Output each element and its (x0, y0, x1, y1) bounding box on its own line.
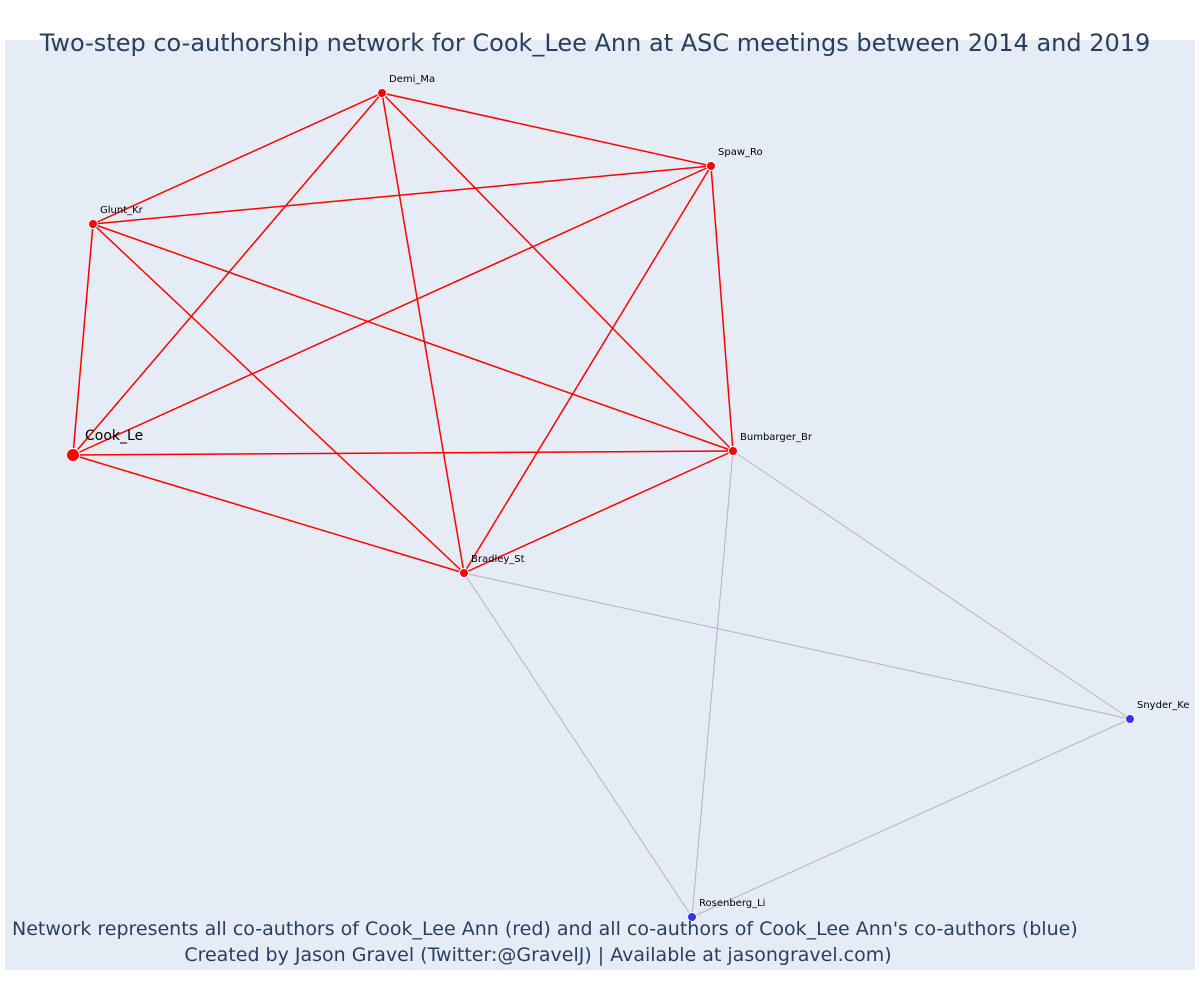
footer-description: Network represents all co-authors of Coo… (12, 918, 1078, 940)
node-label-Snyder_Ke: Snyder_Ke (1137, 700, 1189, 711)
edge-Cook_Le-Bumbarger_Br (72, 450, 734, 456)
node-Demi_Ma[interactable] (377, 88, 387, 98)
edge-Spaw_Ro-Bumbarger_Br (710, 165, 734, 452)
edge-Cook_Le-Bradley_St (72, 454, 465, 574)
nodes-layer (66, 88, 1135, 922)
edge-Snyder_Ke-Rosenberg_Li (691, 718, 1131, 918)
edge-Glunt_Kr-Bradley_St (92, 223, 465, 574)
edge-Bumbarger_Br-Rosenberg_Li (691, 450, 734, 918)
footer-credit: Created by Jason Gravel (Twitter:@Gravel… (184, 944, 892, 966)
node-label-Cook_Le: Cook_Le (85, 428, 143, 444)
node-label-Bradley_St: Bradley_St (471, 554, 525, 565)
edge-Cook_Le-Spaw_Ro (72, 165, 712, 456)
edge-Demi_Ma-Spaw_Ro (381, 92, 712, 167)
edge-Bradley_St-Snyder_Ke (463, 572, 1131, 720)
edge-Glunt_Kr-Bumbarger_Br (92, 223, 734, 452)
node-label-Spaw_Ro: Spaw_Ro (718, 147, 763, 158)
edge-Bumbarger_Br-Snyder_Ke (732, 450, 1131, 720)
node-label-Rosenberg_Li: Rosenberg_Li (699, 898, 765, 909)
edge-Spaw_Ro-Glunt_Kr (92, 165, 712, 225)
edge-Cook_Le-Demi_Ma (72, 92, 383, 456)
edge-Demi_Ma-Bumbarger_Br (381, 92, 734, 452)
node-Spaw_Ro[interactable] (706, 161, 716, 171)
node-Rosenberg_Li[interactable] (687, 912, 697, 922)
edge-Spaw_Ro-Bradley_St (463, 165, 712, 574)
node-Snyder_Ke[interactable] (1125, 714, 1135, 724)
edge-Demi_Ma-Bradley_St (381, 92, 465, 574)
node-label-Bumbarger_Br: Bumbarger_Br (740, 432, 813, 443)
edge-Demi_Ma-Glunt_Kr (92, 92, 383, 225)
node-Bumbarger_Br[interactable] (728, 446, 738, 456)
node-Glunt_Kr[interactable] (88, 219, 98, 229)
plot-background (5, 40, 1195, 970)
node-Bradley_St[interactable] (459, 568, 469, 578)
node-Cook_Le[interactable] (66, 448, 80, 462)
edges-layer (72, 92, 1131, 918)
edge-Cook_Le-Glunt_Kr (72, 223, 94, 456)
chart-title: Two-step co-authorship network for Cook_… (39, 29, 1151, 57)
labels-layer: Cook_Le Demi_MaSpaw_RoGlunt_KrBumbarger_B… (85, 74, 1189, 909)
edge-Bradley_St-Rosenberg_Li (463, 572, 693, 918)
edge-Bumbarger_Br-Bradley_St (463, 450, 734, 574)
node-label-Glunt_Kr: Glunt_Kr (100, 205, 144, 216)
node-label-Demi_Ma: Demi_Ma (389, 74, 435, 85)
